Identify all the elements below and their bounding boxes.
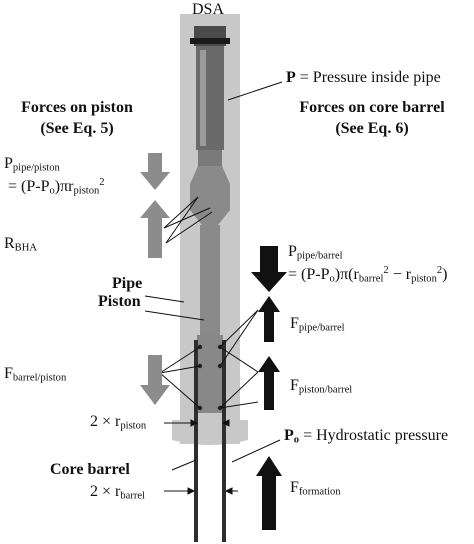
header-forces-on-piston: Forces on piston (See Eq. 5): [2, 100, 152, 137]
arrow-p-pipe-barrel: [251, 246, 287, 292]
p-pipe-barrel-label: Ppipe/barrel: [288, 243, 343, 262]
p-pipe-piston-label: Ppipe/piston: [4, 155, 60, 174]
f-barrel-piston-label: Fbarrel/piston: [4, 365, 67, 384]
header-right-line2: (See Eq. 6): [335, 120, 409, 137]
pipe-shoe: [172, 420, 248, 445]
f-formation-label: Fformation: [290, 479, 341, 498]
arrow-f-piston-barrel: [258, 356, 280, 410]
header-left-line1: Forces on piston: [21, 99, 133, 116]
arrow-p-pipe-piston: [140, 153, 170, 190]
f-piston-barrel-label: Fpiston/barrel: [290, 377, 353, 396]
pressure-inside-pipe-label: P = Pressure inside pipe: [286, 69, 441, 86]
r-piston-dimension-label: 2 × rpiston: [90, 413, 147, 432]
piston-label: Piston: [98, 293, 141, 310]
f-pipe-barrel-label: Fpipe/barrel: [290, 315, 345, 334]
dsa-label: DSA: [192, 1, 225, 18]
p-pipe-piston-equation: = (P-Po)πrpiston2: [8, 177, 105, 197]
upper-collar: [198, 150, 222, 166]
r-barrel-dimension-label: 2 × rbarrel: [90, 483, 145, 502]
r-bha-label: RBHA: [4, 235, 37, 254]
arrow-r-bha: [140, 200, 170, 258]
core-barrel-wall-left: [194, 340, 198, 542]
arrow-f-pipe-barrel: [258, 296, 280, 342]
tapered-body: [190, 166, 230, 225]
core-barrel-wall-right: [222, 340, 226, 542]
pipe-label: Pipe: [112, 275, 143, 292]
piston-rod: [200, 225, 220, 340]
core-barrel-label: Core barrel: [50, 461, 130, 478]
arrow-f-barrel-piston: [140, 355, 170, 405]
header-left-line2: (See Eq. 5): [40, 120, 114, 137]
hydrostatic-pressure-label: Po = Hydrostatic pressure: [284, 427, 449, 446]
arrow-f-formation: [256, 456, 282, 530]
p-pipe-barrel-equation: = (P-Po)π(rbarrel2 − rpiston2): [288, 265, 448, 285]
header-forces-on-core-barrel: Forces on core barrel (See Eq. 6): [272, 100, 472, 137]
header-right-line1: Forces on core barrel: [299, 99, 445, 116]
